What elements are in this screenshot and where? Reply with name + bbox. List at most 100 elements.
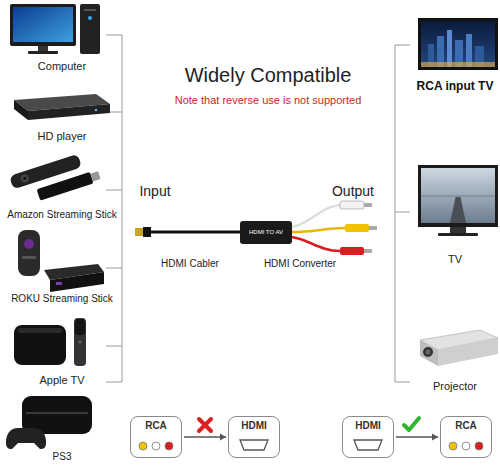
rca-cables-part [345,224,369,232]
computer-illustration-part [88,16,92,20]
apple-tv-illustration-part [75,319,85,335]
rca-tv-illustration-part [421,62,495,67]
hd-player-illustration [14,94,110,120]
rca-cables-part [364,203,372,207]
tv-illustration-part [421,195,495,197]
ps3-illustration-part [26,412,88,414]
rca-tv-illustration-part [418,18,498,70]
device-marking: HDMI TO AV [241,229,291,236]
tv-illustration-part [418,165,498,227]
apple-tv-illustration [14,318,86,366]
device-label: TV [410,253,500,266]
hdmi-port-icon-part [240,440,268,450]
rca-jack-icon-part [165,442,173,450]
apple-tv-illustration-part [14,325,66,365]
rca-cables-part [340,247,364,255]
roku-illustration [18,230,104,292]
connector-icon-box: HDMI [342,416,394,458]
right-bracket-part [395,45,410,382]
amazon-stick-illustration-part [37,172,94,201]
part-label: HDMI Cabler [145,258,235,270]
roku-illustration-part [56,282,62,285]
computer-illustration-part [80,4,100,54]
hd-player-illustration-part [28,104,110,120]
roku-illustration-part [50,272,104,292]
arrow-head [432,434,438,441]
rca-jack-icon-part [475,442,483,450]
device-label: Apple TV [2,374,122,387]
connector-name: RCA [131,420,181,431]
apple-tv-illustration-part [78,340,81,343]
hd-player-illustration-part [14,100,28,120]
right-bracket [395,45,410,382]
connector-icon-box: HDMI [228,416,280,458]
left-bracket [106,35,122,382]
port-label: Output [318,183,388,199]
hd-player-illustration-part [95,109,97,111]
left-bracket-part [106,35,122,382]
port-label: Input [125,183,185,199]
hdmi-converter-part [240,221,292,244]
rca-jack-icon-part [139,442,147,450]
computer-illustration-part [10,4,76,46]
device-label: Amazon Streaming Stick [0,209,124,221]
tv-illustration-part [421,168,495,223]
connector-arrow [396,434,438,441]
hdmi-converter [240,221,292,244]
ps3-illustration [6,396,92,449]
connector-name: HDMI [343,420,393,431]
connector-icon-box: RCA [440,416,492,458]
tv-illustration-part [450,227,466,233]
projector-illustration [420,330,498,366]
hdmi-cable-part [143,227,151,237]
check-mark [404,418,419,430]
rca-cables-part [292,237,340,251]
rca-tv-illustration-part [421,21,495,67]
amazon-stick-illustration [9,149,101,207]
connector-name: RCA [441,420,491,431]
device-label: ROKU Streaming Stick [0,293,124,305]
computer-illustration-part [28,51,58,54]
tv-illustration-part [450,195,466,223]
roku-illustration-part [24,239,34,249]
hdmi-port-icon-part [354,440,382,450]
roku-illustration-part [18,230,40,276]
apple-tv-illustration-part [74,318,86,366]
projector-illustration-part [420,340,438,366]
rca-cables-part [340,201,364,209]
note-text: Note that reverse use is not supported [128,94,408,107]
connector-line [184,436,226,438]
diagram-title: Widely Compatible [138,64,398,87]
rca-cables-part [369,226,377,230]
projector-illustration-part [438,338,498,366]
cross-mark [199,419,211,431]
rca-jack-icon-part [449,442,457,450]
projector-illustration-part [426,350,431,355]
amazon-stick-illustration-part [20,173,30,183]
device-label: RCA input TV [410,80,500,94]
amazon-stick-illustration-part [23,177,27,181]
connector-icon-box: RCA [130,416,182,458]
ps3-illustration-part [6,428,46,449]
connector-name: HDMI [229,420,279,431]
tv-illustration-part [438,233,478,236]
device-label: Projector [410,380,500,393]
rca-jack-icon-part [152,442,160,450]
part-label: HDMI Converter [255,258,345,270]
amazon-stick-illustration-part [90,171,100,181]
connector-arrow [184,434,226,441]
check-mark-part [404,418,419,430]
arrow-head [220,434,226,441]
rca-cables-part [292,228,345,232]
rca-cables-part [292,205,340,227]
hdmi-cable-part [151,231,240,234]
rca-tv-illustration [418,18,498,70]
projector-illustration-part [423,347,433,357]
hdmi-port-icon [240,440,382,450]
apple-tv-illustration-part [18,328,62,333]
computer-illustration [10,4,100,54]
computer-illustration-part [13,7,73,42]
roku-illustration-part [22,256,36,259]
